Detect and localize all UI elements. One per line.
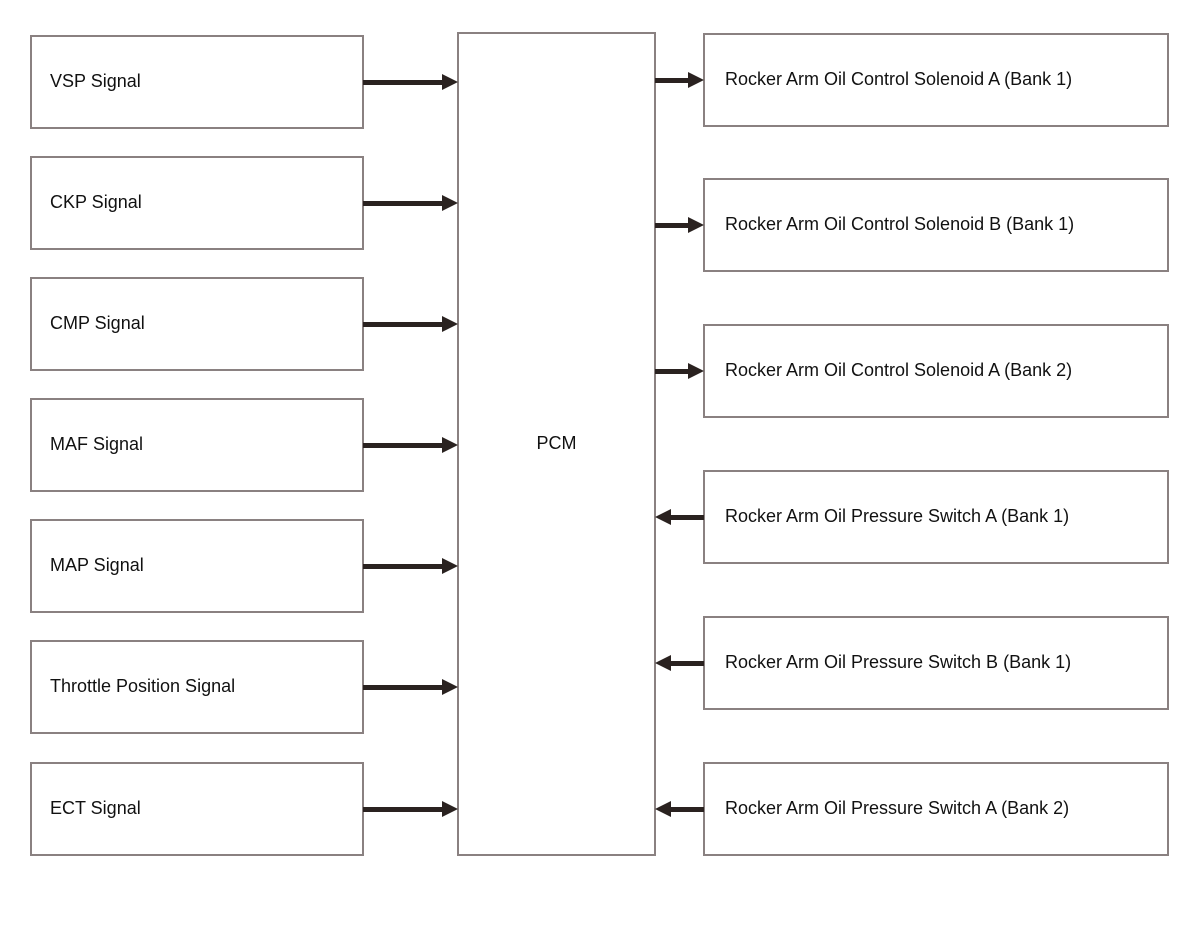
input-node-ckp-signal[interactable]: CKP Signal	[30, 156, 364, 250]
arrow-head	[655, 655, 671, 671]
output-node-label: Rocker Arm Oil Control Solenoid A (Bank …	[725, 69, 1073, 90]
input-node-label: ECT Signal	[50, 798, 141, 819]
output-node-label: Rocker Arm Oil Pressure Switch A (Bank 1…	[725, 506, 1070, 527]
arrow-right-icon-input-cmp	[363, 313, 458, 335]
arrow-right-icon-input-ect	[363, 798, 458, 820]
input-node-label: Throttle Position Signal	[50, 676, 236, 697]
output-node-rocker-arm-oil-pressure-switch-b-bank-1[interactable]: Rocker Arm Oil Pressure Switch B (Bank 1…	[703, 616, 1169, 710]
input-node-label: CKP Signal	[50, 192, 142, 213]
output-node-label: Rocker Arm Oil Control Solenoid A (Bank …	[725, 360, 1073, 381]
output-node-rocker-arm-oil-pressure-switch-a-bank-1[interactable]: Rocker Arm Oil Pressure Switch A (Bank 1…	[703, 470, 1169, 564]
output-node-rocker-arm-oil-control-solenoid-a-bank-1[interactable]: Rocker Arm Oil Control Solenoid A (Bank …	[703, 33, 1169, 127]
arrow-shaft	[655, 369, 689, 374]
input-node-ect-signal[interactable]: ECT Signal	[30, 762, 364, 856]
arrow-right-icon-output-solenoid-a-bank-2	[655, 360, 704, 382]
input-node-label: VSP Signal	[50, 71, 141, 92]
arrow-head	[655, 509, 671, 525]
arrow-head	[442, 437, 458, 453]
input-node-cmp-signal[interactable]: CMP Signal	[30, 277, 364, 371]
arrow-shaft	[670, 661, 704, 666]
output-node-label: Rocker Arm Oil Pressure Switch A (Bank 2…	[725, 798, 1070, 819]
arrow-shaft	[363, 564, 443, 569]
arrow-head	[688, 72, 704, 88]
output-node-label: Rocker Arm Oil Pressure Switch B (Bank 1…	[725, 652, 1072, 673]
output-node-rocker-arm-oil-pressure-switch-a-bank-2[interactable]: Rocker Arm Oil Pressure Switch A (Bank 2…	[703, 762, 1169, 856]
arrow-shaft	[363, 201, 443, 206]
output-node-rocker-arm-oil-control-solenoid-b-bank-1[interactable]: Rocker Arm Oil Control Solenoid B (Bank …	[703, 178, 1169, 272]
arrow-head	[442, 558, 458, 574]
arrow-right-icon-output-solenoid-b-bank-1	[655, 214, 704, 236]
arrow-right-icon-input-ckp	[363, 192, 458, 214]
arrow-head	[442, 195, 458, 211]
arrow-head	[688, 217, 704, 233]
output-node-label: Rocker Arm Oil Control Solenoid B (Bank …	[725, 214, 1075, 235]
input-node-maf-signal[interactable]: MAF Signal	[30, 398, 364, 492]
input-node-label: MAF Signal	[50, 434, 144, 455]
arrow-left-icon-input-pressure-switch-b-bank-1	[655, 652, 704, 674]
pcm-node[interactable]: PCM	[457, 32, 656, 856]
input-node-label: MAP Signal	[50, 555, 144, 576]
arrow-shaft	[670, 515, 704, 520]
arrow-head	[688, 363, 704, 379]
arrow-shaft	[363, 807, 443, 812]
arrow-right-icon-input-throttle	[363, 676, 458, 698]
input-node-throttle-position-signal[interactable]: Throttle Position Signal	[30, 640, 364, 734]
arrow-head	[655, 801, 671, 817]
arrow-shaft	[363, 685, 443, 690]
arrow-shaft	[655, 223, 689, 228]
arrow-head	[442, 74, 458, 90]
arrow-left-icon-input-pressure-switch-a-bank-2	[655, 798, 704, 820]
input-node-label: CMP Signal	[50, 313, 145, 334]
arrow-head	[442, 679, 458, 695]
arrow-head	[442, 801, 458, 817]
arrow-right-icon-input-vsp	[363, 71, 458, 93]
arrow-right-icon-input-map	[363, 555, 458, 577]
arrow-shaft	[655, 78, 689, 83]
input-node-vsp-signal[interactable]: VSP Signal	[30, 35, 364, 129]
arrow-shaft	[363, 80, 443, 85]
input-node-map-signal[interactable]: MAP Signal	[30, 519, 364, 613]
arrow-shaft	[670, 807, 704, 812]
output-node-rocker-arm-oil-control-solenoid-a-bank-2[interactable]: Rocker Arm Oil Control Solenoid A (Bank …	[703, 324, 1169, 418]
arrow-shaft	[363, 322, 443, 327]
arrow-shaft	[363, 443, 443, 448]
arrow-right-icon-input-maf	[363, 434, 458, 456]
arrow-head	[442, 316, 458, 332]
arrow-right-icon-output-solenoid-a-bank-1	[655, 69, 704, 91]
pcm-node-label: PCM	[536, 433, 577, 454]
arrow-left-icon-input-pressure-switch-a-bank-1	[655, 506, 704, 528]
